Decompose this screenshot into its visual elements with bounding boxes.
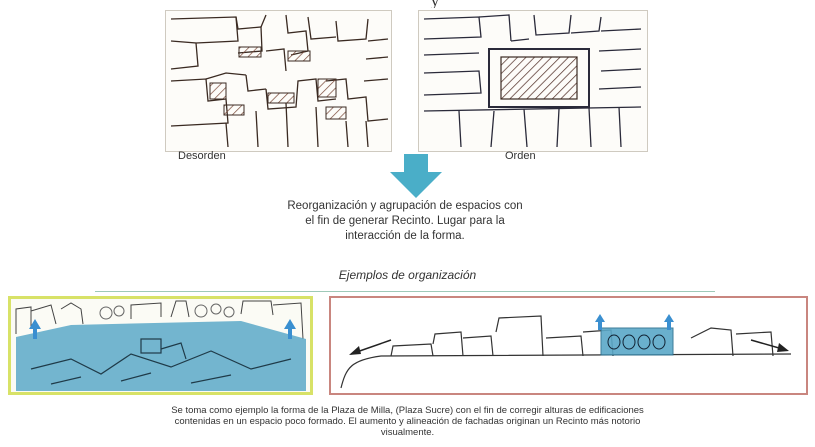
footer-text: Se toma como ejemplo la forma de la Plaz… xyxy=(20,405,795,438)
example-street-sketch xyxy=(329,296,808,395)
plaza-sketch-drawing xyxy=(15,300,306,391)
sketch-desorden xyxy=(165,10,392,152)
sketch-desorden-drawing xyxy=(170,14,389,148)
divider-line xyxy=(95,291,715,292)
description-text: Reorganización y agrupación de espacios … xyxy=(240,199,570,244)
sketch-orden-drawing xyxy=(423,14,642,148)
caption-desorden: Desorden xyxy=(178,150,226,162)
description-line: el fin de generar Recinto. Lugar para la xyxy=(305,215,505,227)
down-arrow-icon xyxy=(390,154,442,198)
description-line: Reorganización y agrupación de espacios … xyxy=(287,200,523,212)
footer-line: contenidas en un espacio poco formado. E… xyxy=(174,416,641,427)
footer-line: Se toma como ejemplo la forma de la Plaz… xyxy=(171,405,644,416)
street-sketch-drawing xyxy=(340,314,792,389)
example-plaza-photo xyxy=(8,296,313,395)
page-title-fragment: y xyxy=(200,0,670,8)
examples-title: Ejemplos de organización xyxy=(338,268,477,282)
sketch-orden xyxy=(418,10,648,152)
footer-line: visualmente. xyxy=(380,427,435,438)
caption-orden: Orden xyxy=(505,150,536,162)
description-line: interacción de la forma. xyxy=(345,230,465,242)
